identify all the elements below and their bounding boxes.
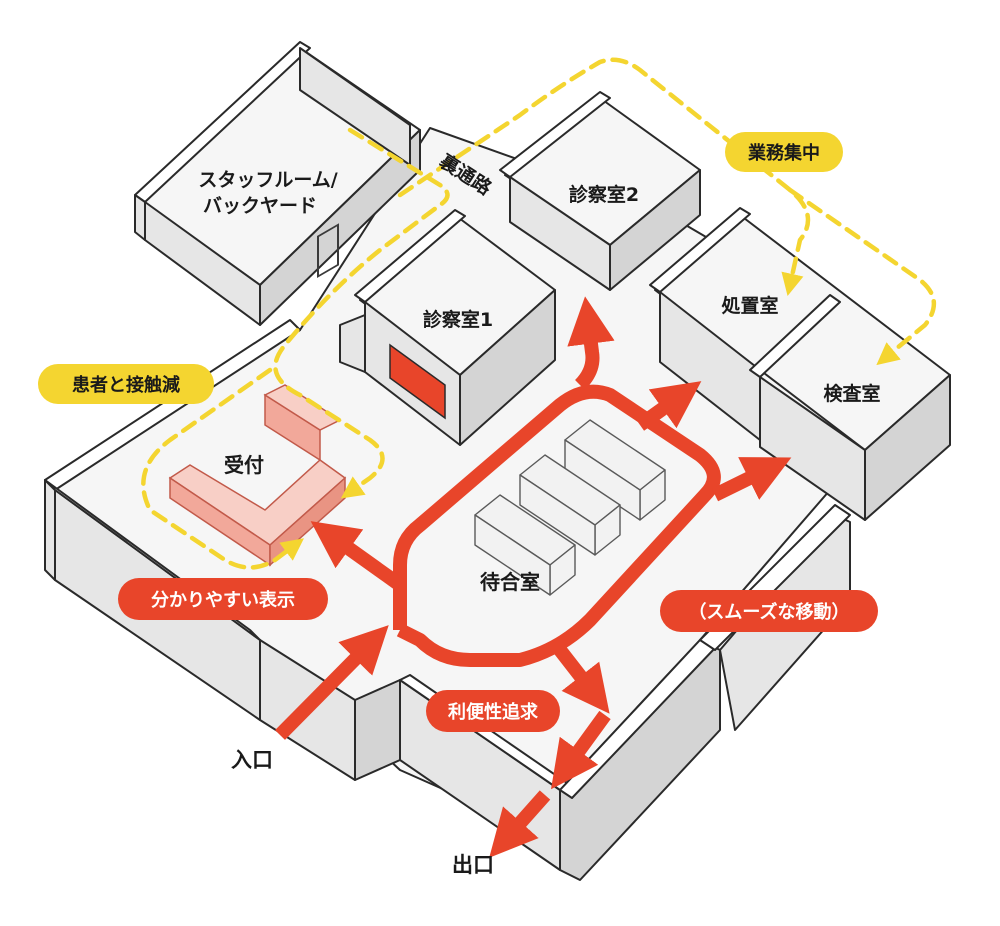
back-passage-route: [273, 127, 450, 499]
callouts: 業務集中 患者と接触減 分かりやすい表示 （スムーズな移動） 利便性追求: [38, 132, 878, 732]
treatment-test-block: [649, 207, 951, 521]
work-focus-route-right: [787, 187, 936, 366]
clear-signage-pill: [118, 578, 328, 620]
work-focus-callout: 業務集中: [725, 132, 843, 172]
test-room-label: 検査室: [823, 382, 880, 405]
convenience-callout: 利便性追求: [426, 690, 560, 732]
smooth-movement-callout: （スムーズな移動）: [660, 590, 878, 632]
waiting-room-label: 待合室: [480, 570, 540, 594]
exit-route-b: [551, 710, 611, 790]
room-labels: スタッフルーム/ バックヤード 裏通路 診察室2 診察室1 処置室 検査室 受付…: [198, 149, 880, 877]
left-outer-wall-face: [44, 479, 56, 581]
divider-wall-top: [749, 294, 841, 378]
exit-route-c: [489, 790, 551, 858]
to-exam-2-route: [635, 381, 702, 431]
clear-signage-callout: 分かりやすい表示: [118, 578, 328, 620]
exam-room-2-label: 診察室2: [569, 183, 639, 206]
staff-routes: [141, 57, 936, 570]
staff-room: [134, 41, 421, 326]
reception-label: 受付: [224, 453, 264, 477]
to-treatment-route: [711, 457, 792, 502]
waiting-loop: [393, 384, 721, 667]
bench: [564, 419, 666, 521]
entrance-route: [275, 625, 389, 740]
less-contact-callout: 患者と接触減: [38, 364, 214, 404]
bench: [519, 454, 621, 556]
convenience-text: 利便性追求: [448, 701, 539, 723]
waiting-benches: [474, 419, 666, 596]
entrance-label: 入口: [231, 748, 273, 772]
bench: [474, 494, 576, 596]
smooth-movement-pill: [660, 590, 878, 632]
exam-room-1-right-wall: [459, 289, 556, 446]
exam-room-2-wall-top: [499, 91, 611, 178]
exit-route-a: [554, 645, 610, 714]
treatment-room-label: 処置室: [721, 294, 778, 317]
exam-room-1-desk: [339, 314, 366, 373]
work-focus-route-top: [397, 57, 811, 296]
convenience-pill: [426, 690, 560, 732]
clear-signage-text: 分かりやすい表示: [151, 589, 295, 611]
smooth-movement-text: （スムーズな移動）: [688, 601, 849, 623]
reception-loop-route: [141, 367, 304, 570]
treatment-wall-top: [649, 207, 751, 293]
test-right-wall: [864, 374, 951, 521]
staff-room-wall-side: [134, 194, 146, 241]
exam-room-2: [499, 91, 701, 291]
to-exam-1-route: [567, 296, 615, 390]
exit-label: 出口: [452, 853, 494, 877]
exam-room-1-red-panel: [389, 343, 446, 420]
staff-room-label-line1: スタッフルーム/: [198, 169, 337, 191]
staff-room-label-line2: バックヤード: [203, 195, 317, 217]
exam-room-1-label: 診察室1: [423, 308, 493, 331]
patient-routes: [275, 296, 792, 858]
less-contact-pill: [38, 364, 214, 404]
work-focus-pill: [725, 132, 843, 172]
exam-room-1-wall-top: [354, 209, 466, 303]
exam-room-2-right-wall: [609, 169, 701, 291]
staff-room-right-wall: [259, 129, 421, 326]
exam-room-1: [339, 209, 556, 446]
to-reception-route: [310, 521, 405, 591]
less-contact-text: 患者と接触減: [72, 374, 180, 396]
work-focus-text: 業務集中: [747, 142, 820, 164]
staff-room-door: [317, 223, 339, 278]
